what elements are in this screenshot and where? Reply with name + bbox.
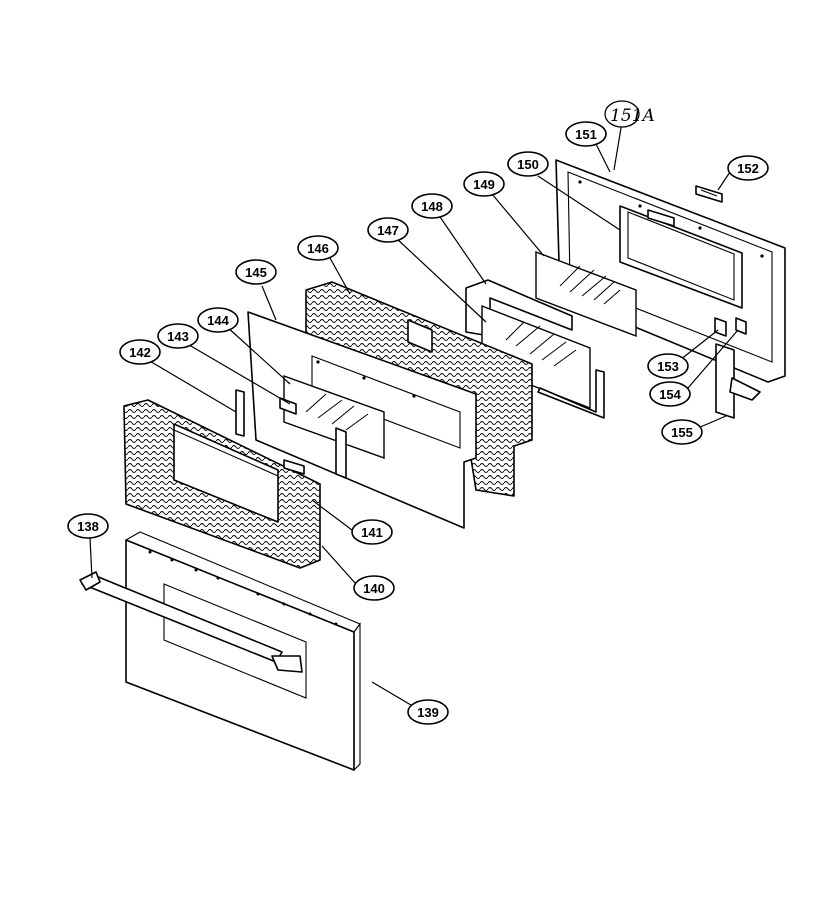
side-bracket-left [235, 389, 245, 437]
svg-text:146: 146 [307, 241, 329, 256]
callout-145: 145 [235, 259, 277, 285]
svg-text:154: 154 [659, 387, 681, 402]
svg-text:149: 149 [473, 177, 495, 192]
svg-text:147: 147 [377, 223, 399, 238]
front-insulation-pad [123, 399, 321, 569]
svg-text:143: 143 [167, 329, 189, 344]
svg-text:150: 150 [517, 157, 539, 172]
middle-glass-assembly [465, 279, 605, 419]
small-bracket [695, 185, 723, 203]
callout-154: 154 [649, 381, 691, 407]
rear-door-frame [555, 159, 786, 383]
callout-151: 151 [565, 121, 607, 147]
callout-155: 155 [661, 419, 703, 445]
svg-text:152: 152 [737, 161, 759, 176]
window-glass-small [279, 375, 385, 459]
callout-140: 140 [353, 575, 395, 601]
svg-text:140: 140 [363, 581, 385, 596]
outer-door-panel [124, 531, 361, 772]
door-handle [79, 571, 303, 673]
callout-144: 144 [197, 307, 239, 333]
svg-text:155: 155 [671, 425, 693, 440]
callout-148: 148 [411, 193, 453, 219]
callout-138: 138 [67, 513, 109, 539]
handwritten-note: 151A [604, 100, 655, 128]
callout-149: 149 [463, 171, 505, 197]
svg-text:145: 145 [245, 265, 267, 280]
side-bracket-right [335, 427, 347, 479]
callout-153: 153 [647, 353, 689, 379]
inner-glass-panel [535, 250, 637, 338]
callout-142: 142 [119, 339, 161, 365]
hinge-assembly [715, 343, 761, 419]
svg-text:153: 153 [657, 359, 679, 374]
callout-152: 152 [727, 155, 769, 181]
svg-text:138: 138 [77, 519, 99, 534]
leader-lines [89, 121, 739, 709]
callout-141: 141 [351, 519, 393, 545]
svg-text:151A: 151A [610, 106, 655, 126]
callout-139: 139 [407, 699, 449, 725]
callout-143: 143 [157, 323, 199, 349]
svg-text:151: 151 [575, 127, 597, 142]
svg-text:148: 148 [421, 199, 443, 214]
callout-146: 146 [297, 235, 339, 261]
callout-147: 147 [367, 217, 409, 243]
svg-text:141: 141 [361, 525, 383, 540]
svg-text:142: 142 [129, 345, 151, 360]
hinge-clip [714, 317, 747, 337]
svg-text:139: 139 [417, 705, 439, 720]
callout-150: 150 [507, 151, 549, 177]
svg-text:144: 144 [207, 313, 229, 328]
